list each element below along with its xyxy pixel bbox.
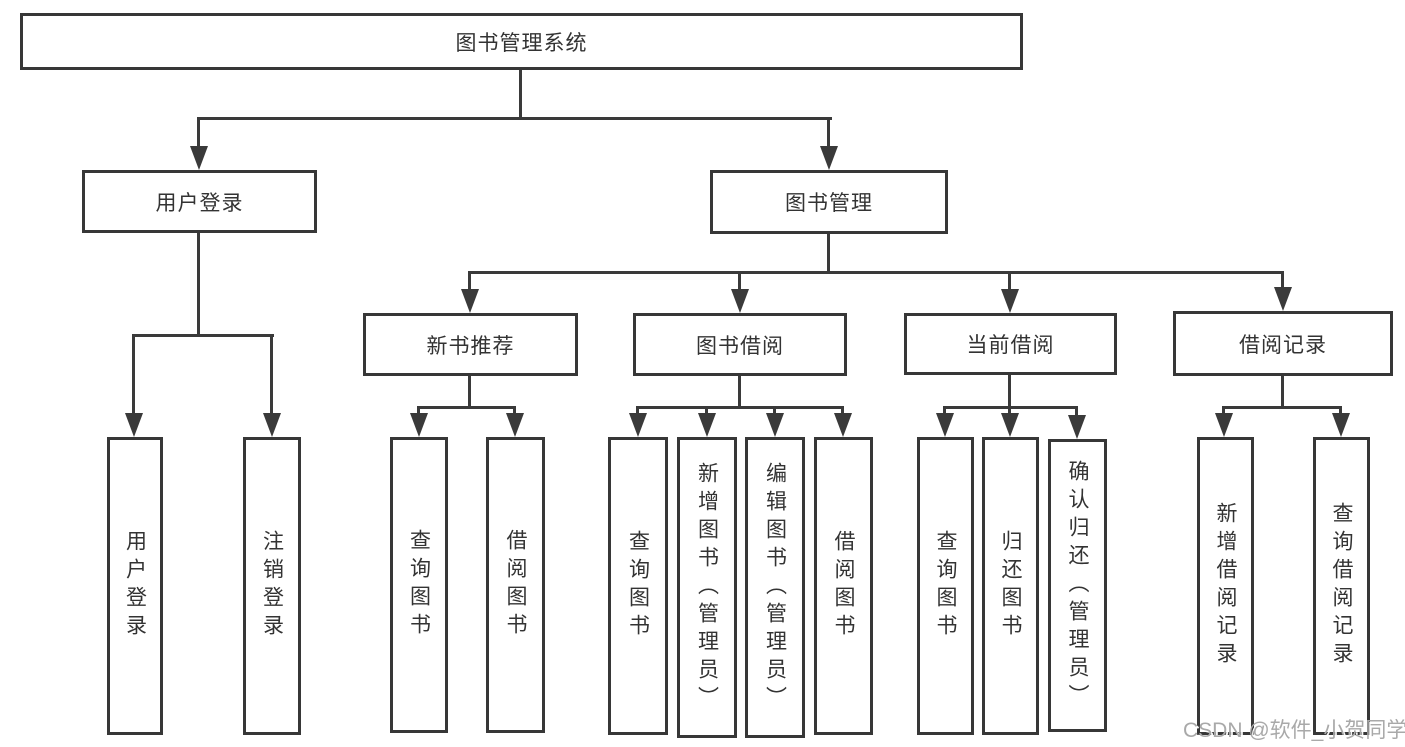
leaf-current-confirm-return-admin: 确认归还（管理员）: [1048, 439, 1107, 732]
leaf-current-query-books-label: 查询图书: [934, 530, 957, 642]
leaf-borrowing-query-books-label: 查询图书: [626, 530, 650, 642]
leaf-records-query-borrow-record: 查询借阅记录: [1313, 437, 1370, 735]
leaf-user-login-label: 用户登录: [123, 530, 147, 642]
connector-user-drop: [197, 117, 200, 150]
node-borrowing-records-label: 借阅记录: [1239, 333, 1327, 357]
node-borrowing-records: 借阅记录: [1173, 311, 1393, 376]
connector-user-drop-1: [132, 334, 135, 416]
leaf-current-return-books-label: 归还图书: [999, 530, 1022, 642]
leaf-logout-login: 注销登录: [243, 437, 301, 735]
leaf-borrowing-edit-books-admin: 编辑图书（管理员）: [745, 437, 805, 738]
leaf-records-add-borrow-record-label: 新增借阅记录: [1214, 502, 1237, 670]
leaf-current-return-books: 归还图书: [982, 437, 1039, 735]
connector-g2-rail: [636, 406, 844, 409]
connector-g3-drop-3: [1075, 406, 1078, 418]
connector-g1-drop-1: [417, 406, 420, 416]
connector-group4-drop: [1281, 271, 1284, 290]
connector-user-drop-2: [270, 334, 273, 416]
node-book-management: 图书管理: [710, 170, 948, 234]
arrow-down-icon: [263, 413, 281, 437]
connector-g4-stem: [1281, 376, 1284, 409]
leaf-records-query-borrow-record-label: 查询借阅记录: [1330, 502, 1353, 670]
leaf-current-confirm-return-admin-label: 确认归还（管理员）: [1066, 459, 1089, 712]
node-user-login: 用户登录: [82, 170, 317, 233]
connector-g4-drop-2: [1339, 406, 1342, 416]
arrow-down-icon: [629, 413, 647, 437]
arrow-down-icon: [1215, 413, 1233, 437]
leaf-recommend-borrow-books-label: 借阅图书: [504, 529, 527, 641]
node-current-borrowing-label: 当前借阅: [966, 334, 1055, 357]
connector-user-stem: [197, 232, 200, 337]
connector-level2-rail: [197, 117, 832, 120]
leaf-borrowing-add-books-admin-label: 新增图书（管理员）: [695, 461, 719, 714]
node-user-login-label: 用户登录: [155, 191, 244, 215]
connector-g4-drop-1: [1222, 406, 1225, 416]
connector-user-rail: [132, 334, 274, 337]
connector-g3-stem: [1008, 375, 1011, 409]
connector-g2-drop-3: [773, 406, 776, 416]
leaf-current-query-books: 查询图书: [917, 437, 974, 735]
leaf-borrowing-borrow-books: 借阅图书: [814, 437, 873, 735]
arrow-down-icon: [766, 413, 784, 437]
connector-group2-drop: [738, 271, 741, 292]
leaf-borrowing-query-books: 查询图书: [608, 437, 668, 735]
leaf-borrowing-add-books-admin: 新增图书（管理员）: [677, 437, 737, 738]
arrow-down-icon: [125, 413, 143, 437]
connector-g1-stem: [468, 376, 471, 409]
node-current-borrowing: 当前借阅: [904, 313, 1117, 375]
leaf-recommend-borrow-books: 借阅图书: [486, 437, 545, 733]
arrow-down-icon: [834, 413, 852, 437]
connector-g3-drop-2: [1008, 406, 1011, 416]
leaf-borrowing-borrow-books-label: 借阅图书: [832, 530, 855, 642]
arrow-down-icon: [190, 146, 208, 170]
arrow-down-icon: [1274, 287, 1292, 311]
connector-g1-drop-2: [513, 406, 516, 416]
leaf-records-add-borrow-record: 新增借阅记录: [1197, 437, 1254, 735]
node-new-book-recommendation: 新书推荐: [363, 313, 578, 376]
node-new-book-recommendation-label: 新书推荐: [426, 334, 515, 358]
arrow-down-icon: [1068, 415, 1086, 439]
connector-g2-drop-4: [841, 406, 844, 416]
connector-g4-rail: [1222, 406, 1342, 409]
connector-g2-stem: [738, 376, 741, 409]
arrow-down-icon: [410, 413, 428, 437]
connector-group1-drop: [468, 271, 471, 292]
arrow-down-icon: [1332, 413, 1350, 437]
node-book-management-label: 图书管理: [785, 192, 873, 215]
leaf-borrowing-edit-books-admin-label: 编辑图书（管理员）: [763, 461, 787, 714]
arrow-down-icon: [731, 289, 749, 313]
arrow-down-icon: [1001, 289, 1019, 313]
connector-g3-drop-1: [943, 406, 946, 416]
connector-book-stem: [827, 233, 830, 274]
node-book-borrowing: 图书借阅: [633, 313, 847, 376]
node-root-label: 图书管理系统: [455, 31, 588, 55]
leaf-logout-login-label: 注销登录: [260, 530, 284, 642]
connector-g2-drop-2: [705, 406, 708, 416]
arrow-down-icon: [820, 146, 838, 170]
arrow-down-icon: [1001, 413, 1019, 437]
watermark: CSDN @软件_小贺同学: [1183, 719, 1405, 742]
leaf-recommend-query-books-label: 查询图书: [407, 529, 431, 641]
connector-level3-rail: [468, 271, 1284, 274]
connector-book-drop: [827, 117, 830, 150]
connector-group3-drop: [1008, 271, 1011, 292]
node-root: 图书管理系统: [20, 13, 1023, 70]
arrow-down-icon: [698, 413, 716, 437]
connector-g2-drop-1: [636, 406, 639, 416]
leaf-recommend-query-books: 查询图书: [390, 437, 448, 733]
arrow-down-icon: [936, 413, 954, 437]
connector-root-stem: [519, 69, 522, 120]
arrow-down-icon: [461, 289, 479, 313]
leaf-user-login: 用户登录: [107, 437, 163, 735]
node-book-borrowing-label: 图书借阅: [696, 334, 784, 358]
connector-g1-rail: [417, 406, 516, 409]
arrow-down-icon: [506, 413, 524, 437]
